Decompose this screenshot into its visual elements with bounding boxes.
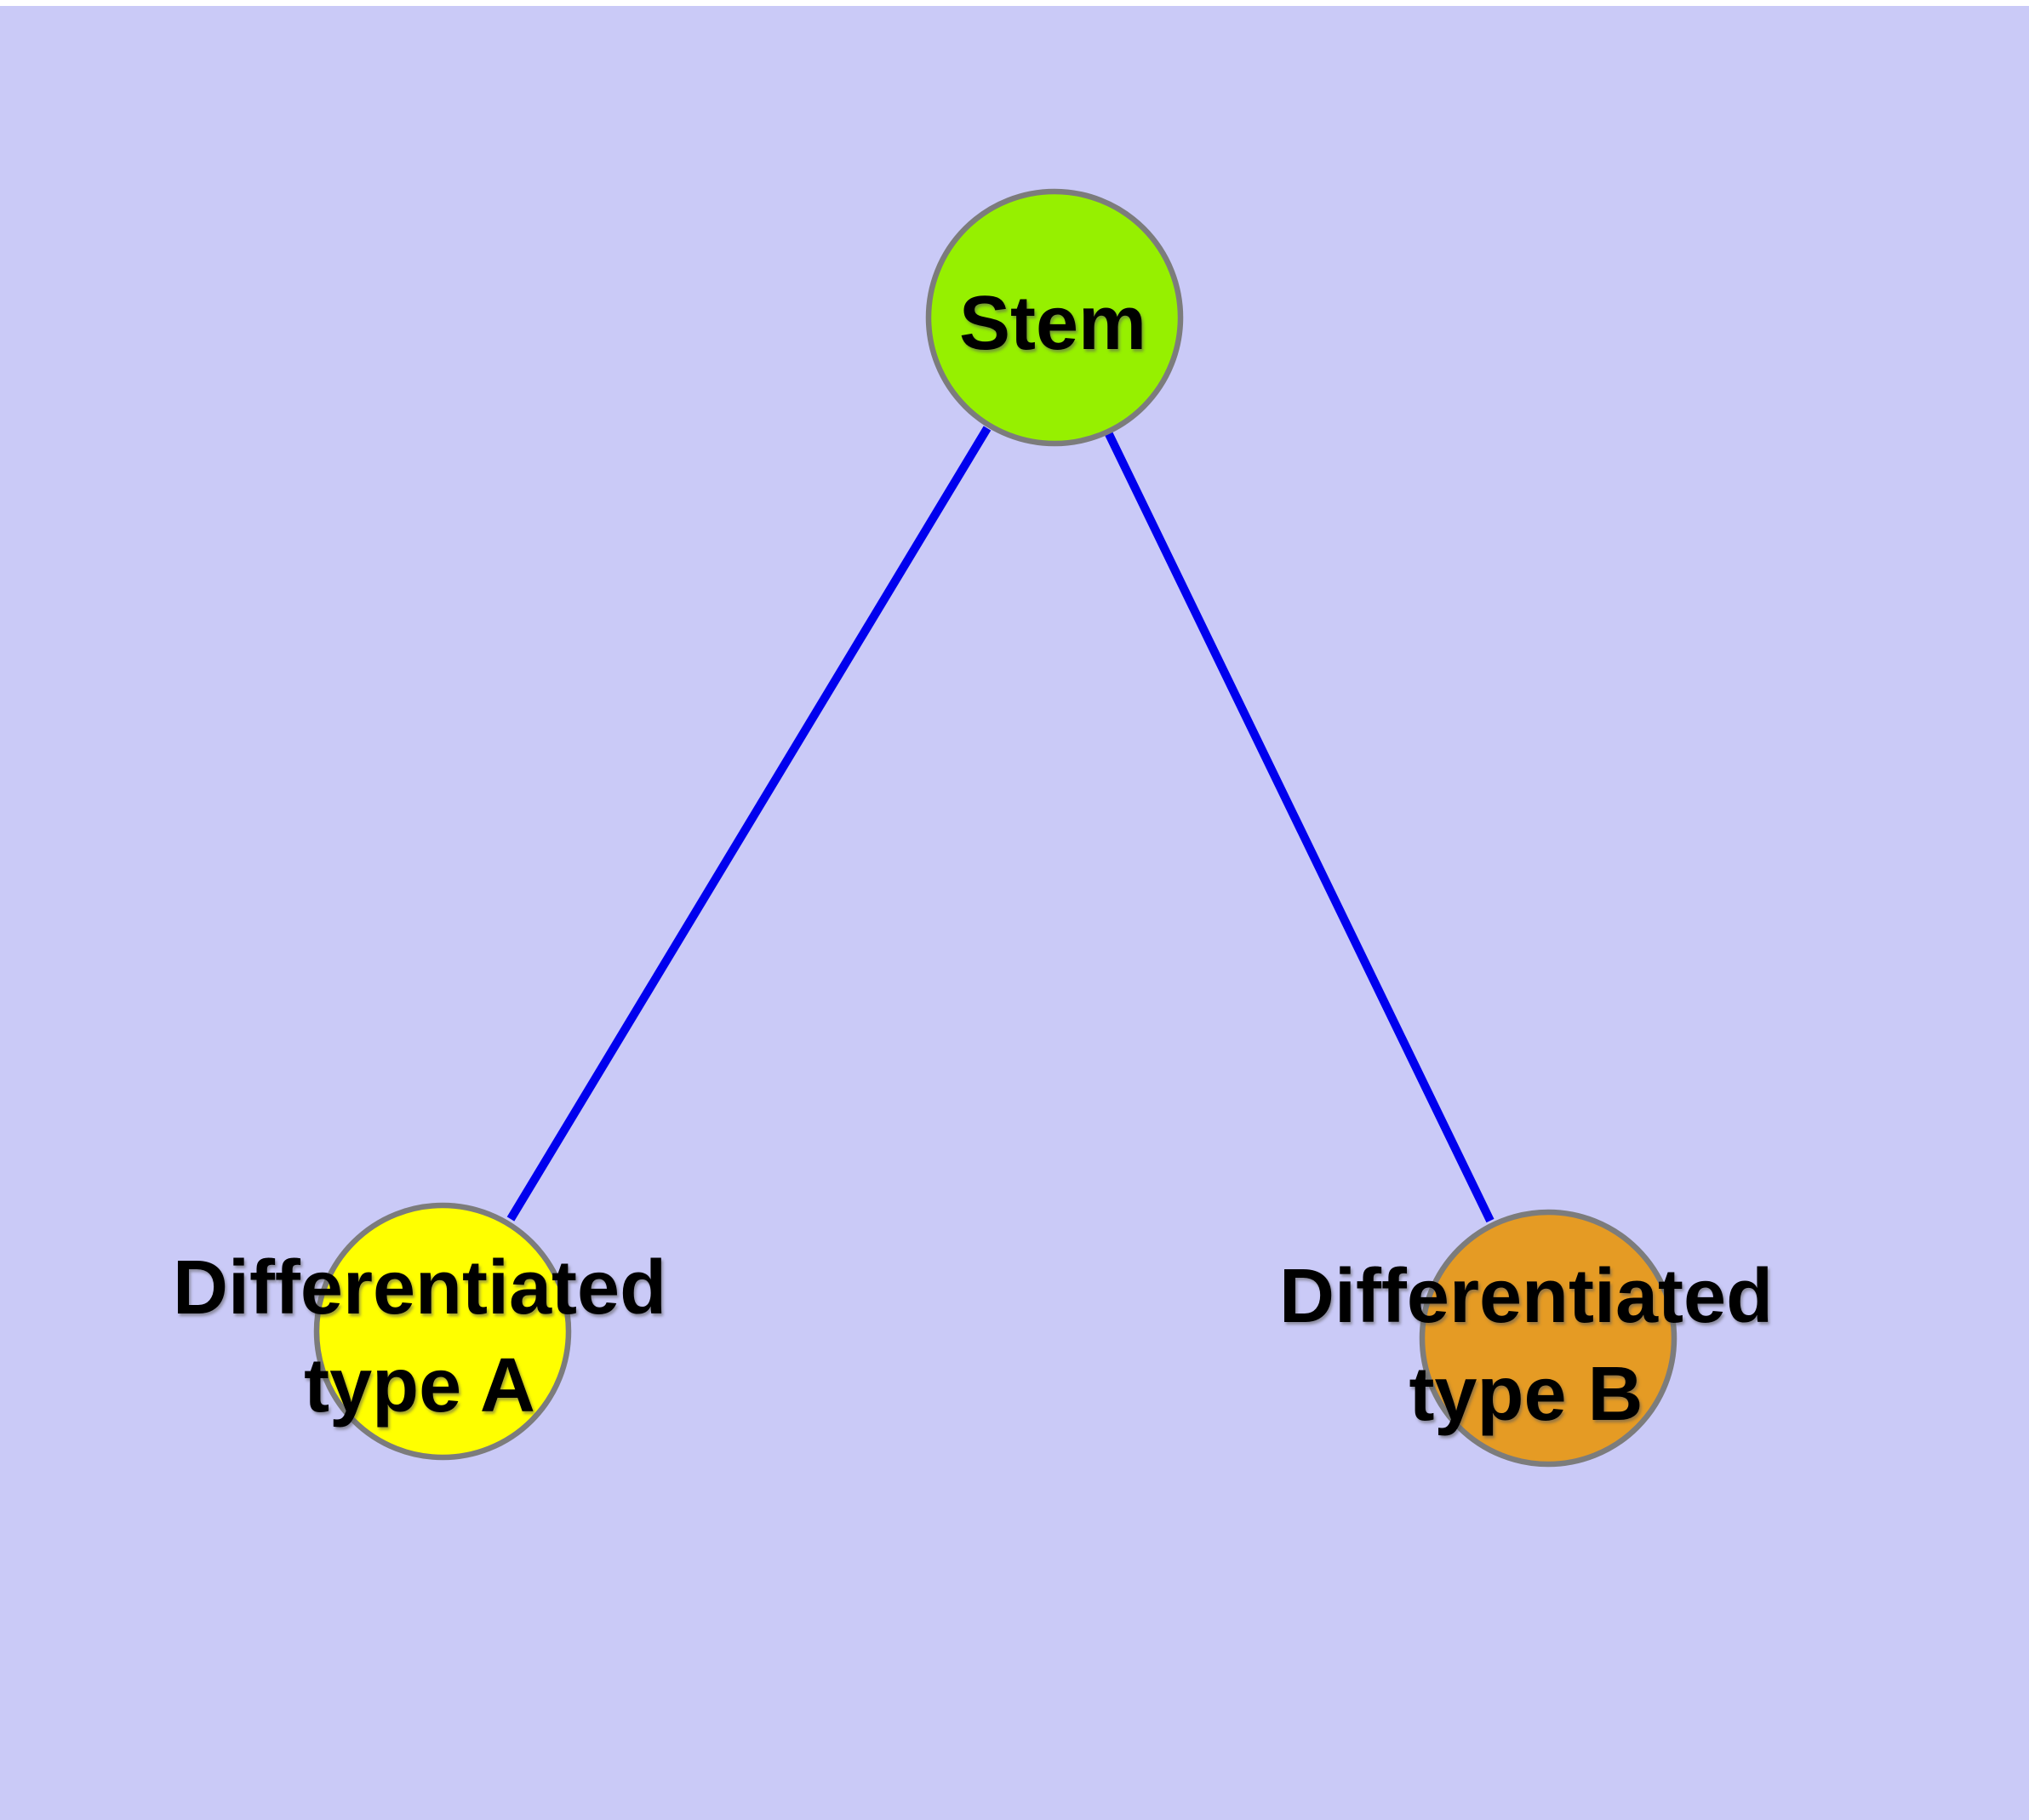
node-label-line: type A [304,1343,535,1428]
top-margin-strip [0,0,2029,6]
node-stem[interactable] [925,188,1184,447]
node-label-line: Stem [958,281,1147,366]
edge-stem-to-type-b[interactable] [1104,430,1495,1223]
node-label-line: type B [1409,1352,1643,1437]
node-differentiated-type-b[interactable] [1419,1209,1677,1468]
node-label-stem: Stem [959,275,1146,373]
edge-stem-to-type-a[interactable] [506,426,992,1222]
node-label-differentiated-type-a: Differentiated type A [173,1239,666,1435]
node-label-differentiated-type-b: Differentiated type B [1279,1248,1773,1444]
node-label-line: Differentiated [1278,1254,1774,1339]
node-differentiated-type-a[interactable] [313,1202,572,1461]
node-label-line: Differentiated [172,1245,667,1331]
